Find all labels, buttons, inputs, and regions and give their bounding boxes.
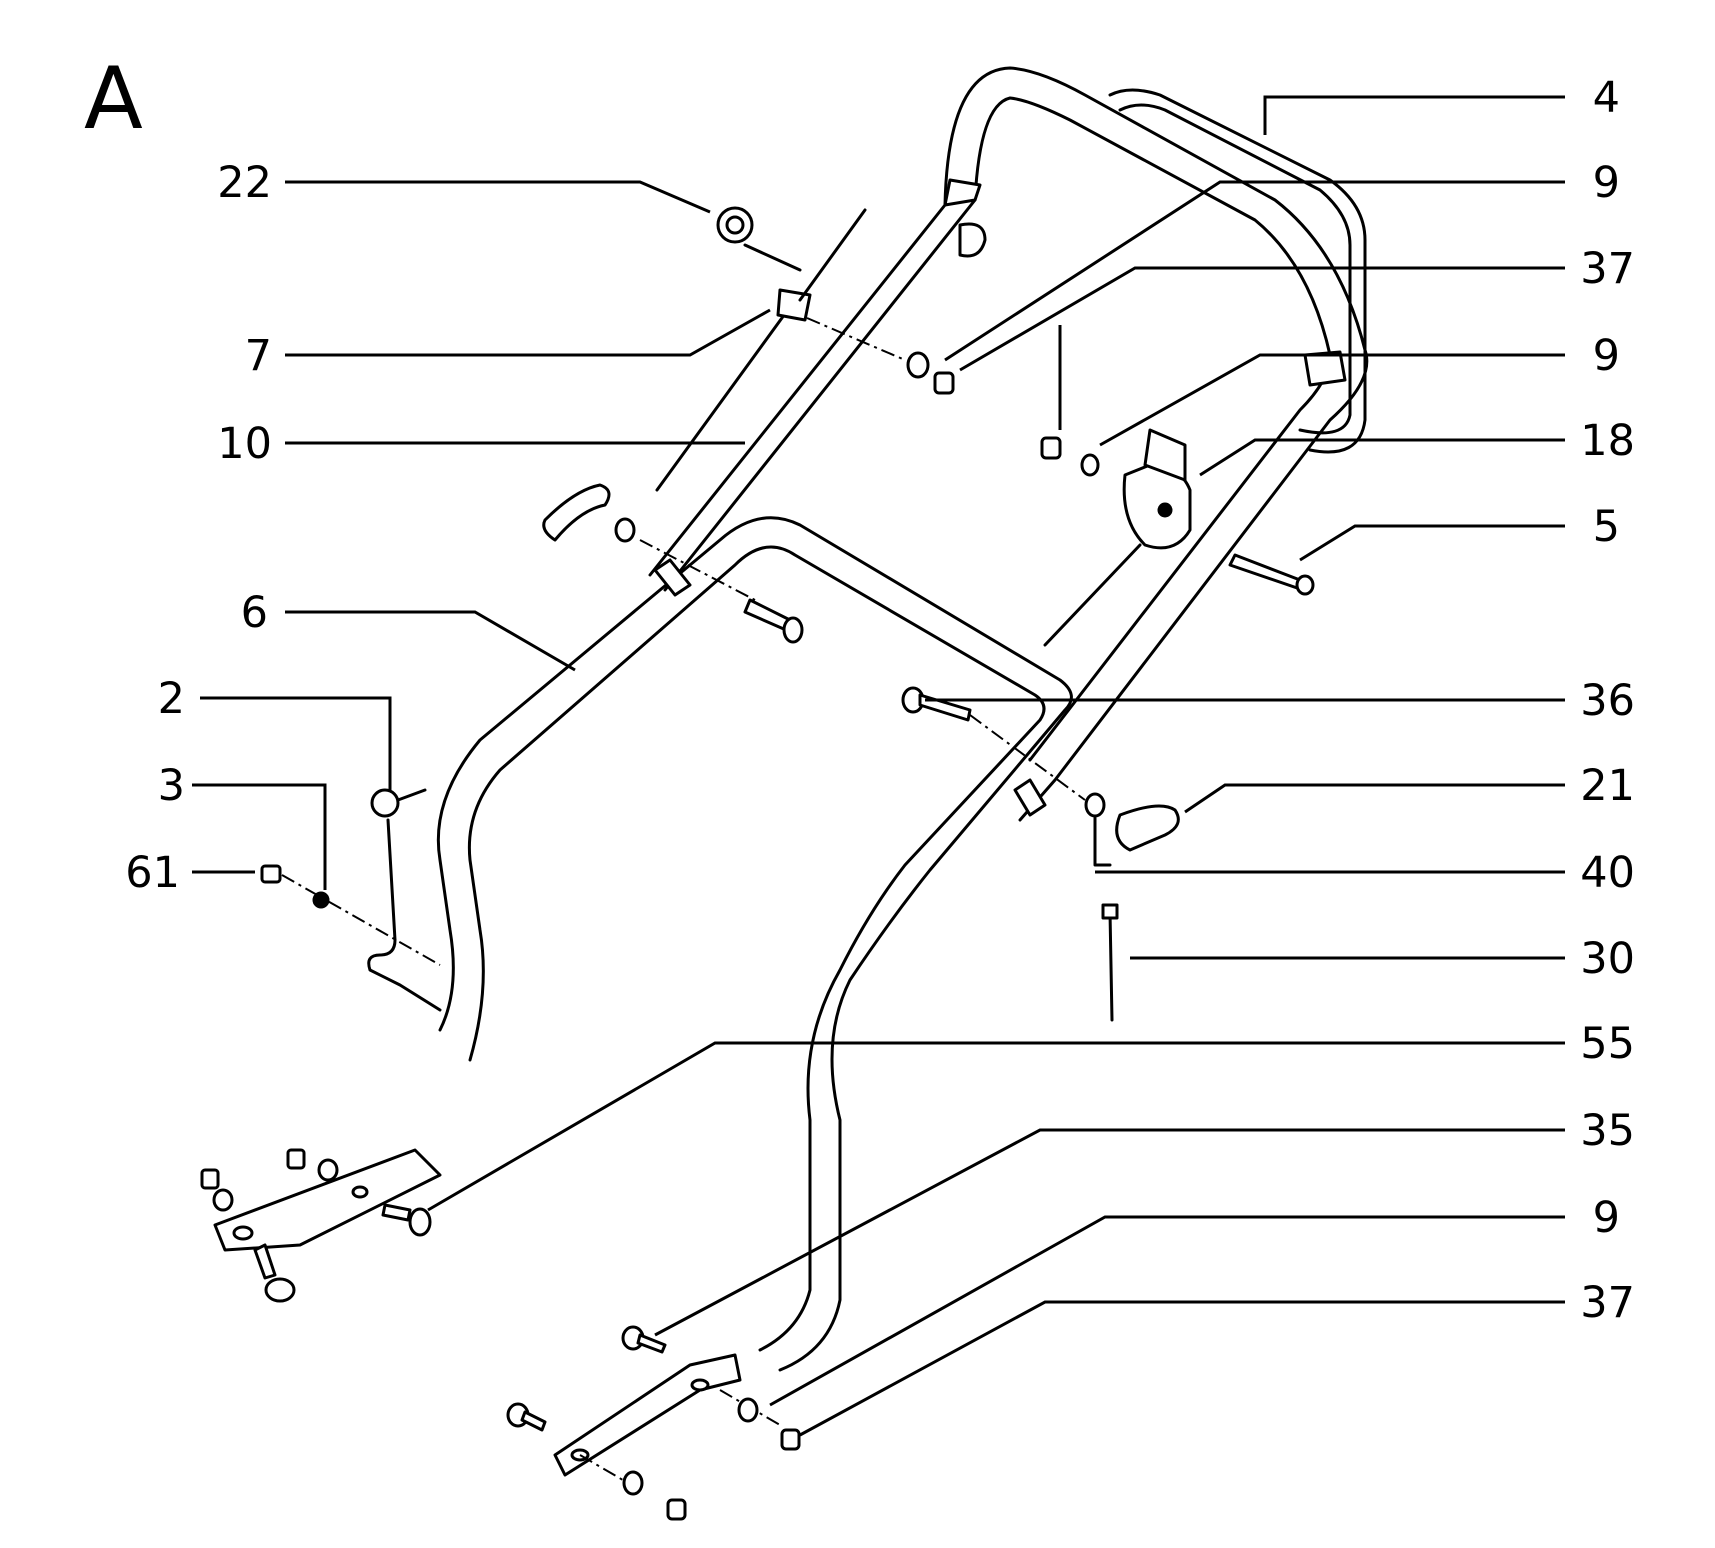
cable-eye-thread <box>743 208 867 302</box>
callout-61: 61 <box>125 848 180 898</box>
leader-37-b <box>799 1300 1565 1437</box>
nut-right-foot-lower <box>666 1498 687 1521</box>
washer-3 <box>312 891 330 909</box>
washer-right-foot-lower <box>622 1470 644 1496</box>
washer-40 <box>1084 792 1106 818</box>
bolt-55-head <box>408 1207 432 1237</box>
upper-handle-clip <box>958 222 987 258</box>
callout-3: 3 <box>158 761 185 811</box>
callout-55: 55 <box>1580 1019 1635 1069</box>
bolt-5 <box>1228 553 1305 592</box>
left-foot-bracket <box>213 1148 442 1252</box>
tube-joint-left <box>653 558 692 597</box>
leader-2 <box>200 696 392 790</box>
tube-joint-right <box>1013 778 1047 817</box>
left-foot-hole <box>232 1225 254 1241</box>
callout-9-c: 9 <box>1593 1193 1620 1243</box>
grip-sleeve-left <box>943 178 982 207</box>
cable-eye-inner <box>725 215 745 235</box>
upper-handle-back-loop-inner <box>1118 103 1352 435</box>
bolt-right-foot-shank <box>520 1410 547 1432</box>
knob-right-21 <box>1115 804 1180 852</box>
axis-top <box>806 317 906 361</box>
cable-tie <box>1108 910 1114 1022</box>
callout-37-b: 37 <box>1580 1278 1635 1328</box>
leader-9-a <box>944 180 1565 362</box>
latch-rod <box>367 818 442 1012</box>
nut-18 <box>1040 436 1062 460</box>
right-foot-hole-2 <box>690 1378 710 1392</box>
washer-knob-left <box>614 517 636 543</box>
axis-61 <box>281 874 441 966</box>
bolt-left-mid-head <box>782 616 804 644</box>
pin-61 <box>260 864 282 884</box>
nut-left-foot-a <box>200 1168 220 1190</box>
axis-knob-left <box>639 539 756 601</box>
callout-4: 4 <box>1593 73 1620 123</box>
callout-30: 30 <box>1580 934 1635 984</box>
control-lever-pivot <box>1157 502 1173 518</box>
cable-tie-head <box>1101 903 1119 920</box>
nut-37-bottom <box>780 1428 801 1451</box>
callout-40: 40 <box>1580 848 1635 898</box>
leader-55 <box>427 1041 1565 1212</box>
control-lever-cable <box>1043 543 1142 647</box>
bolt-55 <box>381 1203 412 1222</box>
leader-40-bracket <box>1093 816 1112 867</box>
leader-21 <box>1184 783 1565 814</box>
bolt-left-foot <box>253 1243 277 1280</box>
bolt-left-foot-head <box>264 1277 296 1303</box>
washer-top <box>906 351 930 379</box>
callout-36: 36 <box>1580 676 1635 726</box>
handle-assembly-drawing <box>200 66 1369 1521</box>
leader-4 <box>1263 95 1565 135</box>
callout-5: 5 <box>1593 502 1620 552</box>
section-label: A <box>84 49 143 149</box>
callout-10: 10 <box>217 419 272 469</box>
nut-left-foot-b <box>286 1148 306 1170</box>
cable-eye <box>716 206 754 244</box>
leader-9-c <box>769 1215 1565 1407</box>
washer-left-foot-b <box>317 1158 339 1182</box>
callout-9-a: 9 <box>1593 158 1620 208</box>
knob-left <box>542 483 611 542</box>
leader-7 <box>285 308 771 357</box>
bolt-5-head <box>1295 574 1315 596</box>
leader-3 <box>192 783 327 890</box>
callout-35: 35 <box>1580 1106 1635 1156</box>
washer-left-foot-a <box>212 1188 234 1212</box>
leader-6 <box>285 610 576 672</box>
leader-35 <box>654 1128 1565 1337</box>
leader-37-a <box>959 266 1565 372</box>
axis-36 <box>969 714 1086 801</box>
leader-5 <box>1299 524 1565 562</box>
callout-leaders <box>192 95 1565 1437</box>
leader-9-b <box>1099 353 1565 447</box>
washer-18 <box>1080 453 1100 477</box>
control-cable <box>655 298 797 492</box>
callout-22: 22 <box>217 158 272 208</box>
callout-18: 18 <box>1580 416 1635 466</box>
nut-top <box>933 371 955 395</box>
upper-handle-back-loop <box>1108 88 1367 454</box>
washer-9-bottom <box>737 1397 759 1423</box>
leader-18 <box>1199 438 1565 477</box>
latch-rod-eye <box>370 788 400 818</box>
callout-numbers: 4 9 37 9 18 5 36 21 40 30 55 35 9 37 22 … <box>125 73 1635 1328</box>
callout-21: 21 <box>1580 761 1635 811</box>
lower-handle-tube-inner <box>467 545 1046 1352</box>
callout-6: 6 <box>241 588 268 638</box>
callout-9-b: 9 <box>1593 331 1620 381</box>
callout-2: 2 <box>158 674 185 724</box>
grip-sleeve-right <box>1303 350 1347 387</box>
control-lever-arm <box>1143 428 1187 482</box>
leader-22 <box>285 180 711 214</box>
callout-7: 7 <box>245 331 272 381</box>
latch-rod-tip <box>396 788 427 802</box>
bolt-35-shank <box>636 1333 667 1354</box>
callout-37-a: 37 <box>1580 244 1635 294</box>
left-foot-hole-2 <box>351 1185 369 1199</box>
